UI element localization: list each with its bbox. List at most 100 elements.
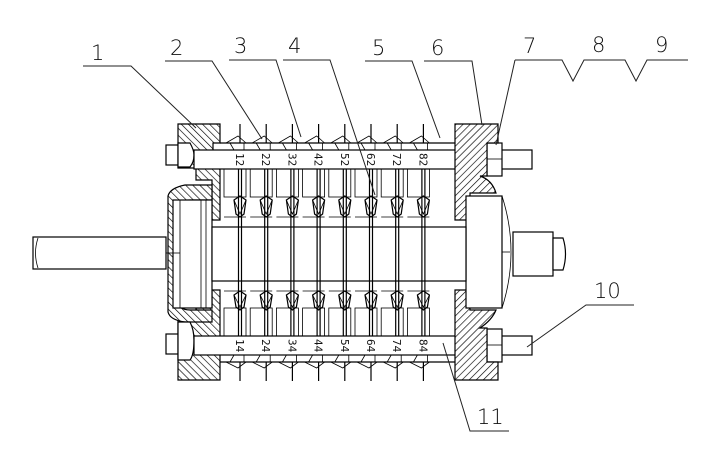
terminal-label: 62 — [364, 153, 377, 166]
contact-bracket-bottom — [304, 354, 325, 369]
leader-5 — [365, 60, 441, 139]
contact-spring-bottom-inner — [417, 294, 430, 308]
contact-spring-top — [311, 195, 326, 218]
contact-spring-top — [416, 195, 431, 218]
contact-bracket-bottom — [356, 354, 378, 369]
contact-spring-top — [233, 195, 247, 218]
contact-spring-top-inner — [286, 199, 299, 216]
callout-3: 3 — [234, 34, 247, 58]
contact-bracket-top — [409, 135, 430, 151]
callout-8: 8 — [592, 33, 605, 57]
contact-bracket-top — [356, 135, 378, 151]
contact-bracket-bottom — [383, 354, 404, 369]
contact-spring-top-inner — [338, 199, 352, 216]
contact-bracket-top — [330, 135, 352, 151]
terminal-label: 72 — [390, 153, 403, 166]
contact-bracket-top — [382, 135, 404, 151]
contact-spring-top-inner — [364, 199, 378, 216]
bottom-tie-rod — [165, 321, 533, 363]
cell-wall-upper — [354, 168, 378, 198]
contact-spring-top-inner — [390, 199, 404, 216]
cell-wall-lower — [302, 307, 326, 337]
leader-10 — [526, 304, 634, 348]
terminal-label: 22 — [259, 153, 272, 166]
terminal-labels-top: 12 22 32 42 52 62 72 82 — [233, 153, 429, 166]
terminal-label: 74 — [390, 339, 403, 353]
right-end-flange — [454, 123, 567, 381]
input-shaft — [32, 236, 167, 270]
callout-leaders — [83, 59, 688, 432]
cell-wall-upper — [249, 168, 273, 198]
leader-6 — [424, 60, 483, 126]
contact-spring-bottom-inner — [338, 294, 352, 308]
contact-bracket-bottom — [225, 354, 247, 369]
contact-bracket-top — [251, 135, 273, 151]
terminal-label: 44 — [312, 339, 325, 353]
cell-wall-lower — [354, 307, 378, 337]
contact-spring-top — [364, 195, 378, 218]
leader-1 — [83, 65, 197, 129]
callout-labels: 1 2 3 4 5 6 7 8 9 10 11 — [91, 33, 668, 429]
leader-4 — [283, 59, 376, 196]
terminal-label: 12 — [233, 153, 246, 166]
terminal-label: 32 — [285, 153, 298, 166]
cell-wall-upper — [406, 168, 430, 198]
terminal-label: 64 — [364, 339, 377, 353]
cell-wall-lower — [275, 307, 299, 337]
cell-wall-upper — [380, 168, 404, 198]
switching-cells — [220, 124, 455, 381]
cell-wall-lower — [406, 307, 430, 337]
terminal-label: 42 — [312, 153, 325, 166]
contact-bracket-top — [278, 135, 299, 151]
cell-wall-lower — [328, 307, 352, 337]
contact-bracket-bottom — [409, 354, 430, 369]
cell-wall-lower — [380, 307, 404, 337]
contact-spring-top-inner — [312, 199, 325, 216]
contact-spring-bottom-inner — [364, 294, 378, 308]
contact-spring-bottom-inner — [233, 294, 247, 308]
cell-wall-lower — [223, 307, 247, 337]
callout-9: 9 — [655, 33, 668, 57]
contact-spring-bottom-inner — [312, 294, 325, 308]
callout-2: 2 — [170, 36, 183, 60]
terminal-label: 24 — [259, 339, 272, 353]
contact-spring-bottom-inner — [286, 294, 299, 308]
left-end-flange — [166, 123, 221, 381]
terminal-label: 84 — [416, 339, 429, 353]
contact-spring-top-inner — [417, 199, 430, 216]
leader-11 — [442, 342, 509, 432]
callout-1: 1 — [91, 41, 104, 65]
leader-7-8-9 — [515, 59, 688, 83]
contact-spring-top — [338, 195, 352, 218]
central-shaft — [211, 226, 467, 282]
callout-7: 7 — [523, 34, 536, 58]
callout-11: 11 — [477, 405, 504, 429]
leader-3 — [229, 59, 302, 138]
terminal-label: 52 — [338, 153, 351, 166]
contact-spring-top-inner — [259, 199, 273, 216]
terminal-labels-bottom: 14 24 34 44 54 64 74 84 — [233, 339, 429, 353]
terminal-label: 82 — [416, 153, 429, 166]
contact-spring-top — [390, 195, 404, 218]
contact-spring-bottom-inner — [390, 294, 404, 308]
contact-bracket-bottom — [330, 354, 352, 369]
contact-spring-bottom-inner — [259, 294, 273, 308]
leader-2 — [165, 60, 263, 140]
callout-5: 5 — [372, 36, 385, 60]
cell-wall-lower — [249, 307, 273, 337]
cell-wall-upper — [328, 168, 352, 198]
contact-spring-top — [259, 195, 273, 218]
terminal-label: 14 — [233, 339, 246, 353]
cell-wall-upper — [275, 168, 299, 198]
contact-bracket-top — [304, 135, 325, 151]
contact-bracket-bottom — [278, 354, 299, 369]
callout-4: 4 — [288, 34, 301, 58]
terminal-label: 34 — [285, 339, 298, 353]
contact-bracket-top — [225, 135, 247, 151]
terminal-label: 54 — [338, 339, 351, 353]
cell-wall-upper — [302, 168, 326, 198]
contact-spring-top — [285, 195, 300, 218]
contact-bracket-bottom — [252, 354, 273, 369]
